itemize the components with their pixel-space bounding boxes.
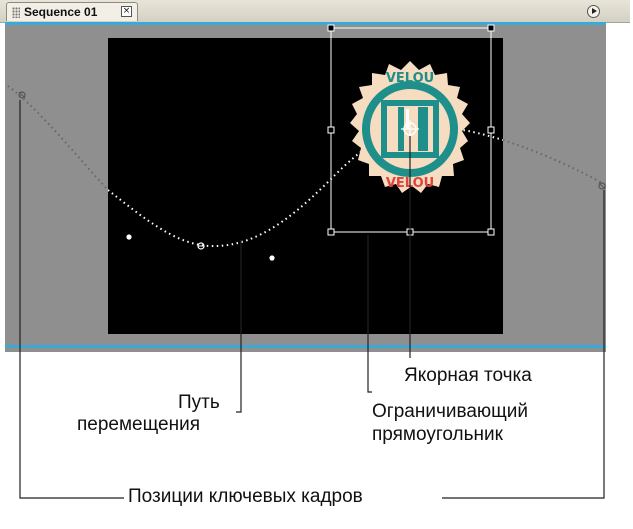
monitor-top-border <box>5 22 606 25</box>
keyframe-positions-label: Позиции ключевых кадров <box>128 486 363 507</box>
panel-menu-button[interactable] <box>587 5 600 18</box>
logo-text-top: VELOU <box>386 71 434 86</box>
bezier-handle-right <box>269 255 275 261</box>
bounding-box-label-line1: Ограничивающий <box>372 401 529 422</box>
anchor-point-label: Якорная точка <box>404 365 532 386</box>
callout-leader-lines <box>19 100 605 499</box>
bounding-box-handles <box>327 24 495 236</box>
bezier-handle-left <box>126 234 132 240</box>
tab-sequence-01[interactable]: Sequence 01 × <box>6 2 138 21</box>
monitor-bottom-border <box>5 345 606 348</box>
keyframe-marker-left <box>18 91 26 99</box>
drag-grip-icon[interactable] <box>12 7 20 18</box>
panel-titlebar: Sequence 01 × <box>0 0 633 23</box>
keyframe-marker-right <box>598 182 606 190</box>
anchor-point-icon <box>401 120 419 138</box>
close-icon[interactable]: × <box>121 6 132 17</box>
motion-path-label-line1: Путь <box>178 392 220 413</box>
bounding-box-label-line2: прямоугольник <box>372 424 503 445</box>
keyframe-marker-mid <box>197 242 205 250</box>
motion-path-outside-left <box>7 85 109 191</box>
motion-path-label-line2: перемещения <box>77 414 200 435</box>
page-edge <box>630 0 633 529</box>
tab-title: Sequence 01 <box>24 5 98 19</box>
motion-path-outside-right <box>502 139 605 185</box>
